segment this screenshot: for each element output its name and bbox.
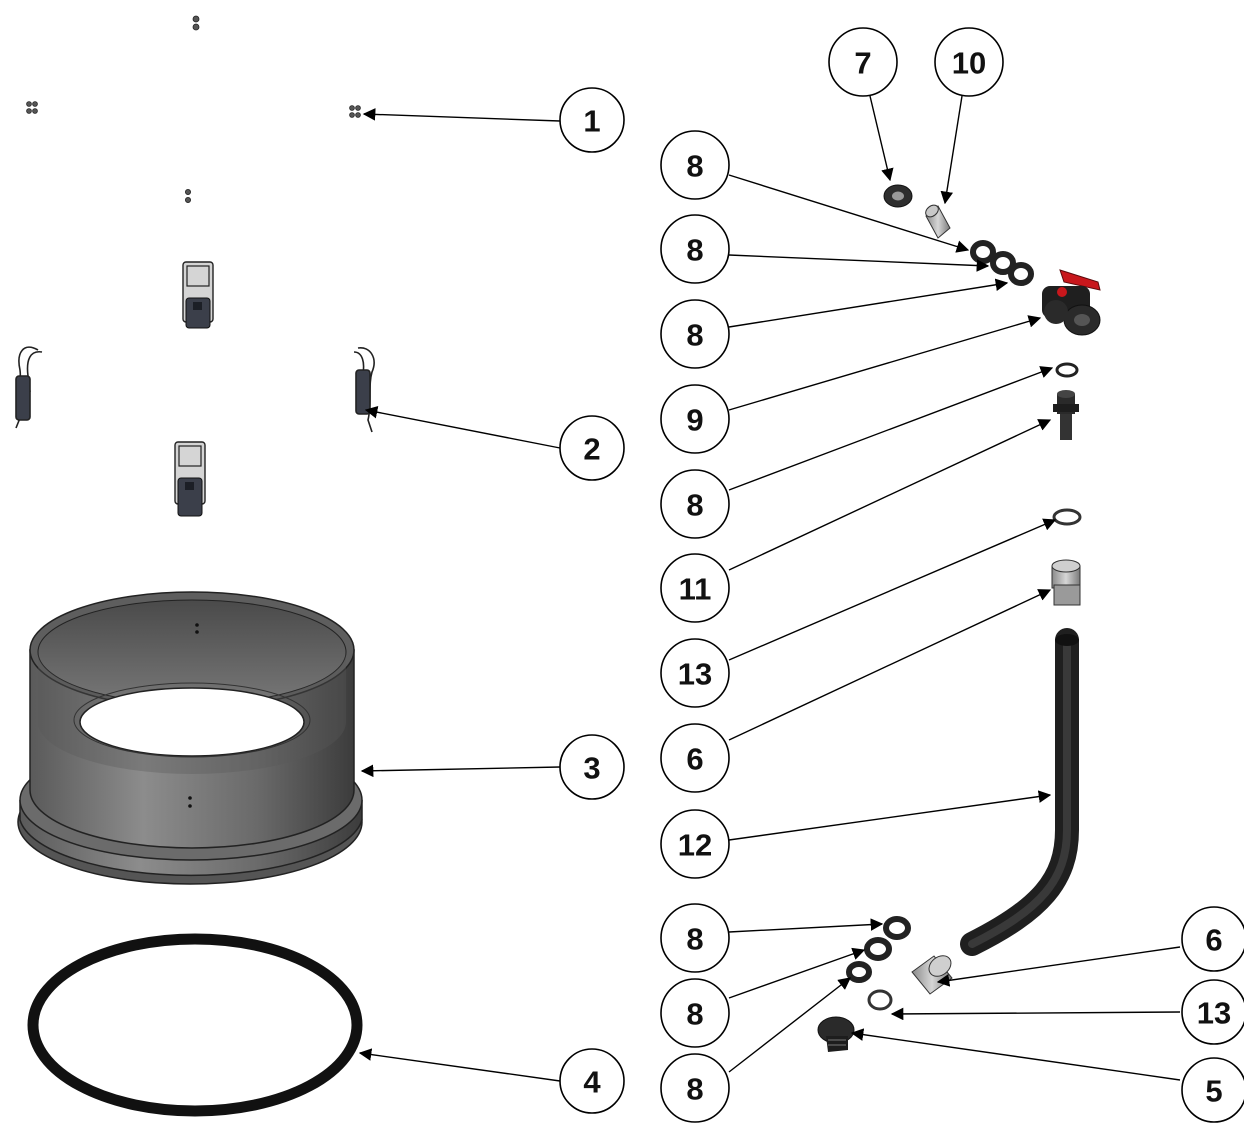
- callout-label: 4: [583, 1065, 601, 1100]
- leader-13b: [890, 1007, 1181, 1021]
- callout-6a: 6: [660, 723, 730, 793]
- screw-right: [349, 105, 361, 118]
- drain-plug-part: [817, 1016, 855, 1052]
- leader-2: [364, 405, 561, 449]
- callout-label: 8: [686, 997, 703, 1032]
- callout-9: 9: [660, 384, 730, 454]
- collar-ring-part: [17, 591, 363, 885]
- callout-label: 8: [686, 149, 703, 184]
- sleeve-part: [925, 204, 951, 239]
- gasket-ring-part: [27, 933, 363, 1117]
- callout-13a: 13: [660, 638, 730, 708]
- leader-13a: [728, 518, 1057, 661]
- leader-6a: [728, 589, 1052, 741]
- leader-8f: [728, 947, 866, 999]
- callout-12: 12: [660, 809, 730, 879]
- leader-12: [728, 790, 1052, 841]
- callout-5: 5: [1181, 1057, 1244, 1123]
- latch-top: [182, 261, 214, 329]
- washer-set-bottom: [846, 916, 911, 983]
- washer-single-mid: [1055, 362, 1079, 378]
- leader-5: [850, 1028, 1181, 1081]
- callout-label: 10: [952, 46, 986, 81]
- callout-1: 1: [559, 87, 625, 153]
- callout-label: 9: [686, 403, 703, 438]
- callout-label: 5: [1205, 1074, 1222, 1109]
- leader-8e: [728, 918, 884, 933]
- callout-2: 2: [559, 415, 625, 481]
- callout-7: 7: [828, 27, 898, 97]
- callout-label: 8: [686, 1072, 703, 1107]
- leader-6b: [936, 946, 1181, 987]
- latch-bottom: [174, 441, 206, 517]
- leader-10: [940, 95, 963, 205]
- callout-label: 8: [686, 233, 703, 268]
- callout-8d: 8: [660, 469, 730, 539]
- leader-9: [728, 315, 1042, 411]
- callout-8f: 8: [660, 978, 730, 1048]
- callout-11: 11: [660, 553, 730, 623]
- callout-label: 8: [686, 488, 703, 523]
- screw-left: [26, 101, 38, 114]
- drain-pipe-part: [960, 628, 1079, 956]
- leader-8g: [728, 977, 851, 1073]
- hose-clamp-bottom: [867, 989, 893, 1011]
- callout-8a: 8: [660, 130, 730, 200]
- latch-right: [353, 347, 375, 433]
- screw-set-part: [26, 15, 361, 203]
- callout-label: 13: [1197, 996, 1231, 1031]
- pipe-connector-bottom: [911, 955, 953, 995]
- leader-7: [869, 95, 894, 182]
- callout-label: 13: [678, 657, 712, 692]
- callout-label: 6: [1205, 923, 1222, 958]
- callout-8c: 8: [660, 299, 730, 369]
- callout-label: 7: [854, 46, 871, 81]
- callout-6b: 6: [1181, 906, 1244, 972]
- leader-4: [358, 1048, 561, 1082]
- callout-10: 10: [934, 27, 1004, 97]
- screw-top: [192, 15, 200, 31]
- nut-part: [883, 184, 913, 208]
- callout-label: 1: [583, 104, 600, 139]
- callout-label: 2: [583, 432, 600, 467]
- leader-lines: [358, 95, 1181, 1082]
- callout-label: 3: [583, 751, 600, 786]
- callout-3: 3: [559, 734, 625, 800]
- leader-1: [362, 108, 561, 122]
- callout-label: 6: [686, 742, 703, 777]
- callout-label: 8: [686, 318, 703, 353]
- callout-label: 8: [686, 922, 703, 957]
- callout-bubbles: 1 2 3 4 7 10 8 8 8 9 8 11 13 6 12 8 8 8 …: [559, 27, 1244, 1123]
- callout-label: 11: [679, 572, 712, 607]
- latch-left: [15, 346, 43, 429]
- callout-8b: 8: [660, 214, 730, 284]
- screw-mid: [184, 188, 191, 203]
- callout-label: 12: [678, 828, 712, 863]
- leader-3: [360, 764, 561, 778]
- callout-4: 4: [559, 1048, 625, 1114]
- hose-nipple-part: [1053, 390, 1079, 440]
- callout-8e: 8: [660, 903, 730, 973]
- callout-13b: 13: [1181, 979, 1244, 1045]
- callout-8g: 8: [660, 1053, 730, 1123]
- leader-8a: [728, 174, 970, 253]
- leader-8c: [728, 278, 1009, 328]
- leader-11: [728, 419, 1052, 571]
- hose-clamp-top: [1052, 508, 1082, 526]
- washer-set-top: [970, 240, 1034, 286]
- pipe-connector-top: [1051, 559, 1081, 606]
- ball-valve-part: [1042, 269, 1101, 336]
- leader-8b: [728, 254, 990, 272]
- leader-8d: [728, 366, 1054, 491]
